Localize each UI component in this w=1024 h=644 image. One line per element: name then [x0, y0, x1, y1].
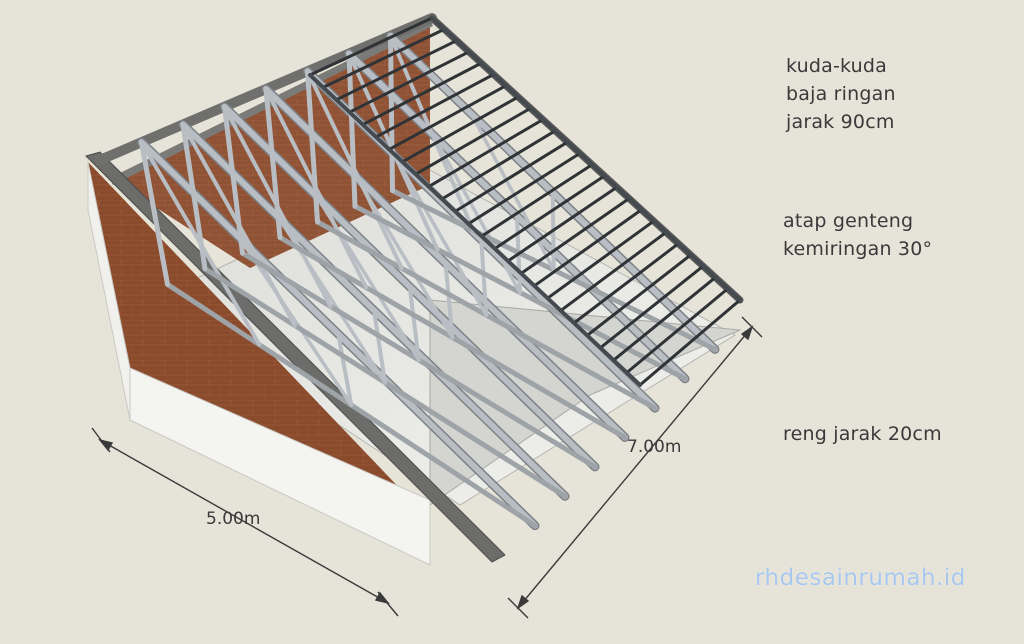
roof-batten — [361, 61, 483, 127]
front-wall-side — [87, 161, 131, 421]
truss-web — [443, 261, 455, 340]
batten-rail — [430, 16, 742, 302]
truss-annotation-line-3: jarak 90cm — [786, 111, 895, 133]
truss-web — [238, 236, 353, 407]
dimension-length-line — [507, 316, 763, 619]
truss-rafter-back — [222, 104, 245, 256]
truss-rafter-back — [263, 86, 283, 240]
truss-web — [372, 308, 387, 385]
roof-batten — [480, 163, 594, 238]
truss-annotation: kuda-kuda baja ringan jarak 90cm — [786, 52, 896, 136]
roof-batten — [308, 16, 434, 77]
roof-batten — [572, 242, 680, 325]
roof-batten — [598, 264, 705, 350]
roof-batten — [348, 50, 471, 114]
roof-batten — [440, 129, 557, 201]
length-dimension-label: 7.00m — [627, 437, 682, 457]
roof-annotation: atap genteng kemiringan 30° — [783, 207, 932, 263]
truss-annotation-line-1: kuda-kuda — [786, 55, 887, 77]
truss-web — [392, 153, 488, 317]
roof-batten — [466, 151, 582, 226]
roof-batten — [414, 106, 533, 176]
batten-annotation: reng jarak 20cm — [783, 420, 942, 448]
front-verge-board — [85, 151, 506, 563]
truss-rafter-back — [139, 139, 170, 287]
roof-batten — [585, 253, 693, 337]
roof-batten — [638, 298, 742, 387]
roof-batten — [493, 174, 606, 251]
roof-batten — [387, 84, 508, 151]
roof-annotation-line-2: kemiringan 30° — [783, 238, 933, 260]
batten-annotation-line-1: reng jarak 20cm — [783, 423, 942, 445]
dimension-width-line — [91, 427, 399, 617]
roof-batten — [400, 95, 520, 164]
batten-rail — [308, 73, 642, 387]
truss-web — [479, 237, 489, 317]
roof-batten — [519, 196, 631, 275]
roof-batten — [427, 118, 545, 189]
roof-batten — [506, 185, 619, 263]
truss-rafter-back — [305, 68, 320, 225]
watermark-text: rhdesainrumah.id — [755, 565, 966, 591]
truss-rafter-back — [180, 122, 208, 272]
truss-rafter-back — [388, 33, 395, 194]
roof-batten — [334, 39, 459, 102]
roof-batten — [532, 208, 643, 288]
roof-annotation-line-1: atap genteng — [783, 210, 914, 232]
roof-batten — [625, 287, 730, 375]
truss-web — [431, 133, 522, 295]
truss-web — [469, 112, 556, 272]
truss-web — [336, 331, 354, 407]
roof-batten — [612, 275, 717, 362]
roof-batten — [546, 219, 656, 300]
truss-web — [407, 284, 421, 362]
truss-group — [137, 31, 720, 531]
truss-rafter-back — [346, 51, 358, 209]
truss-web — [388, 33, 476, 233]
roof-batten — [321, 27, 446, 89]
roof-batten — [453, 140, 570, 213]
batten-group — [308, 16, 742, 387]
roof-batten — [374, 72, 496, 139]
width-dimension-label: 5.00m — [206, 509, 261, 529]
truss-annotation-line-2: baja ringan — [786, 83, 896, 105]
roof-batten — [559, 230, 668, 313]
